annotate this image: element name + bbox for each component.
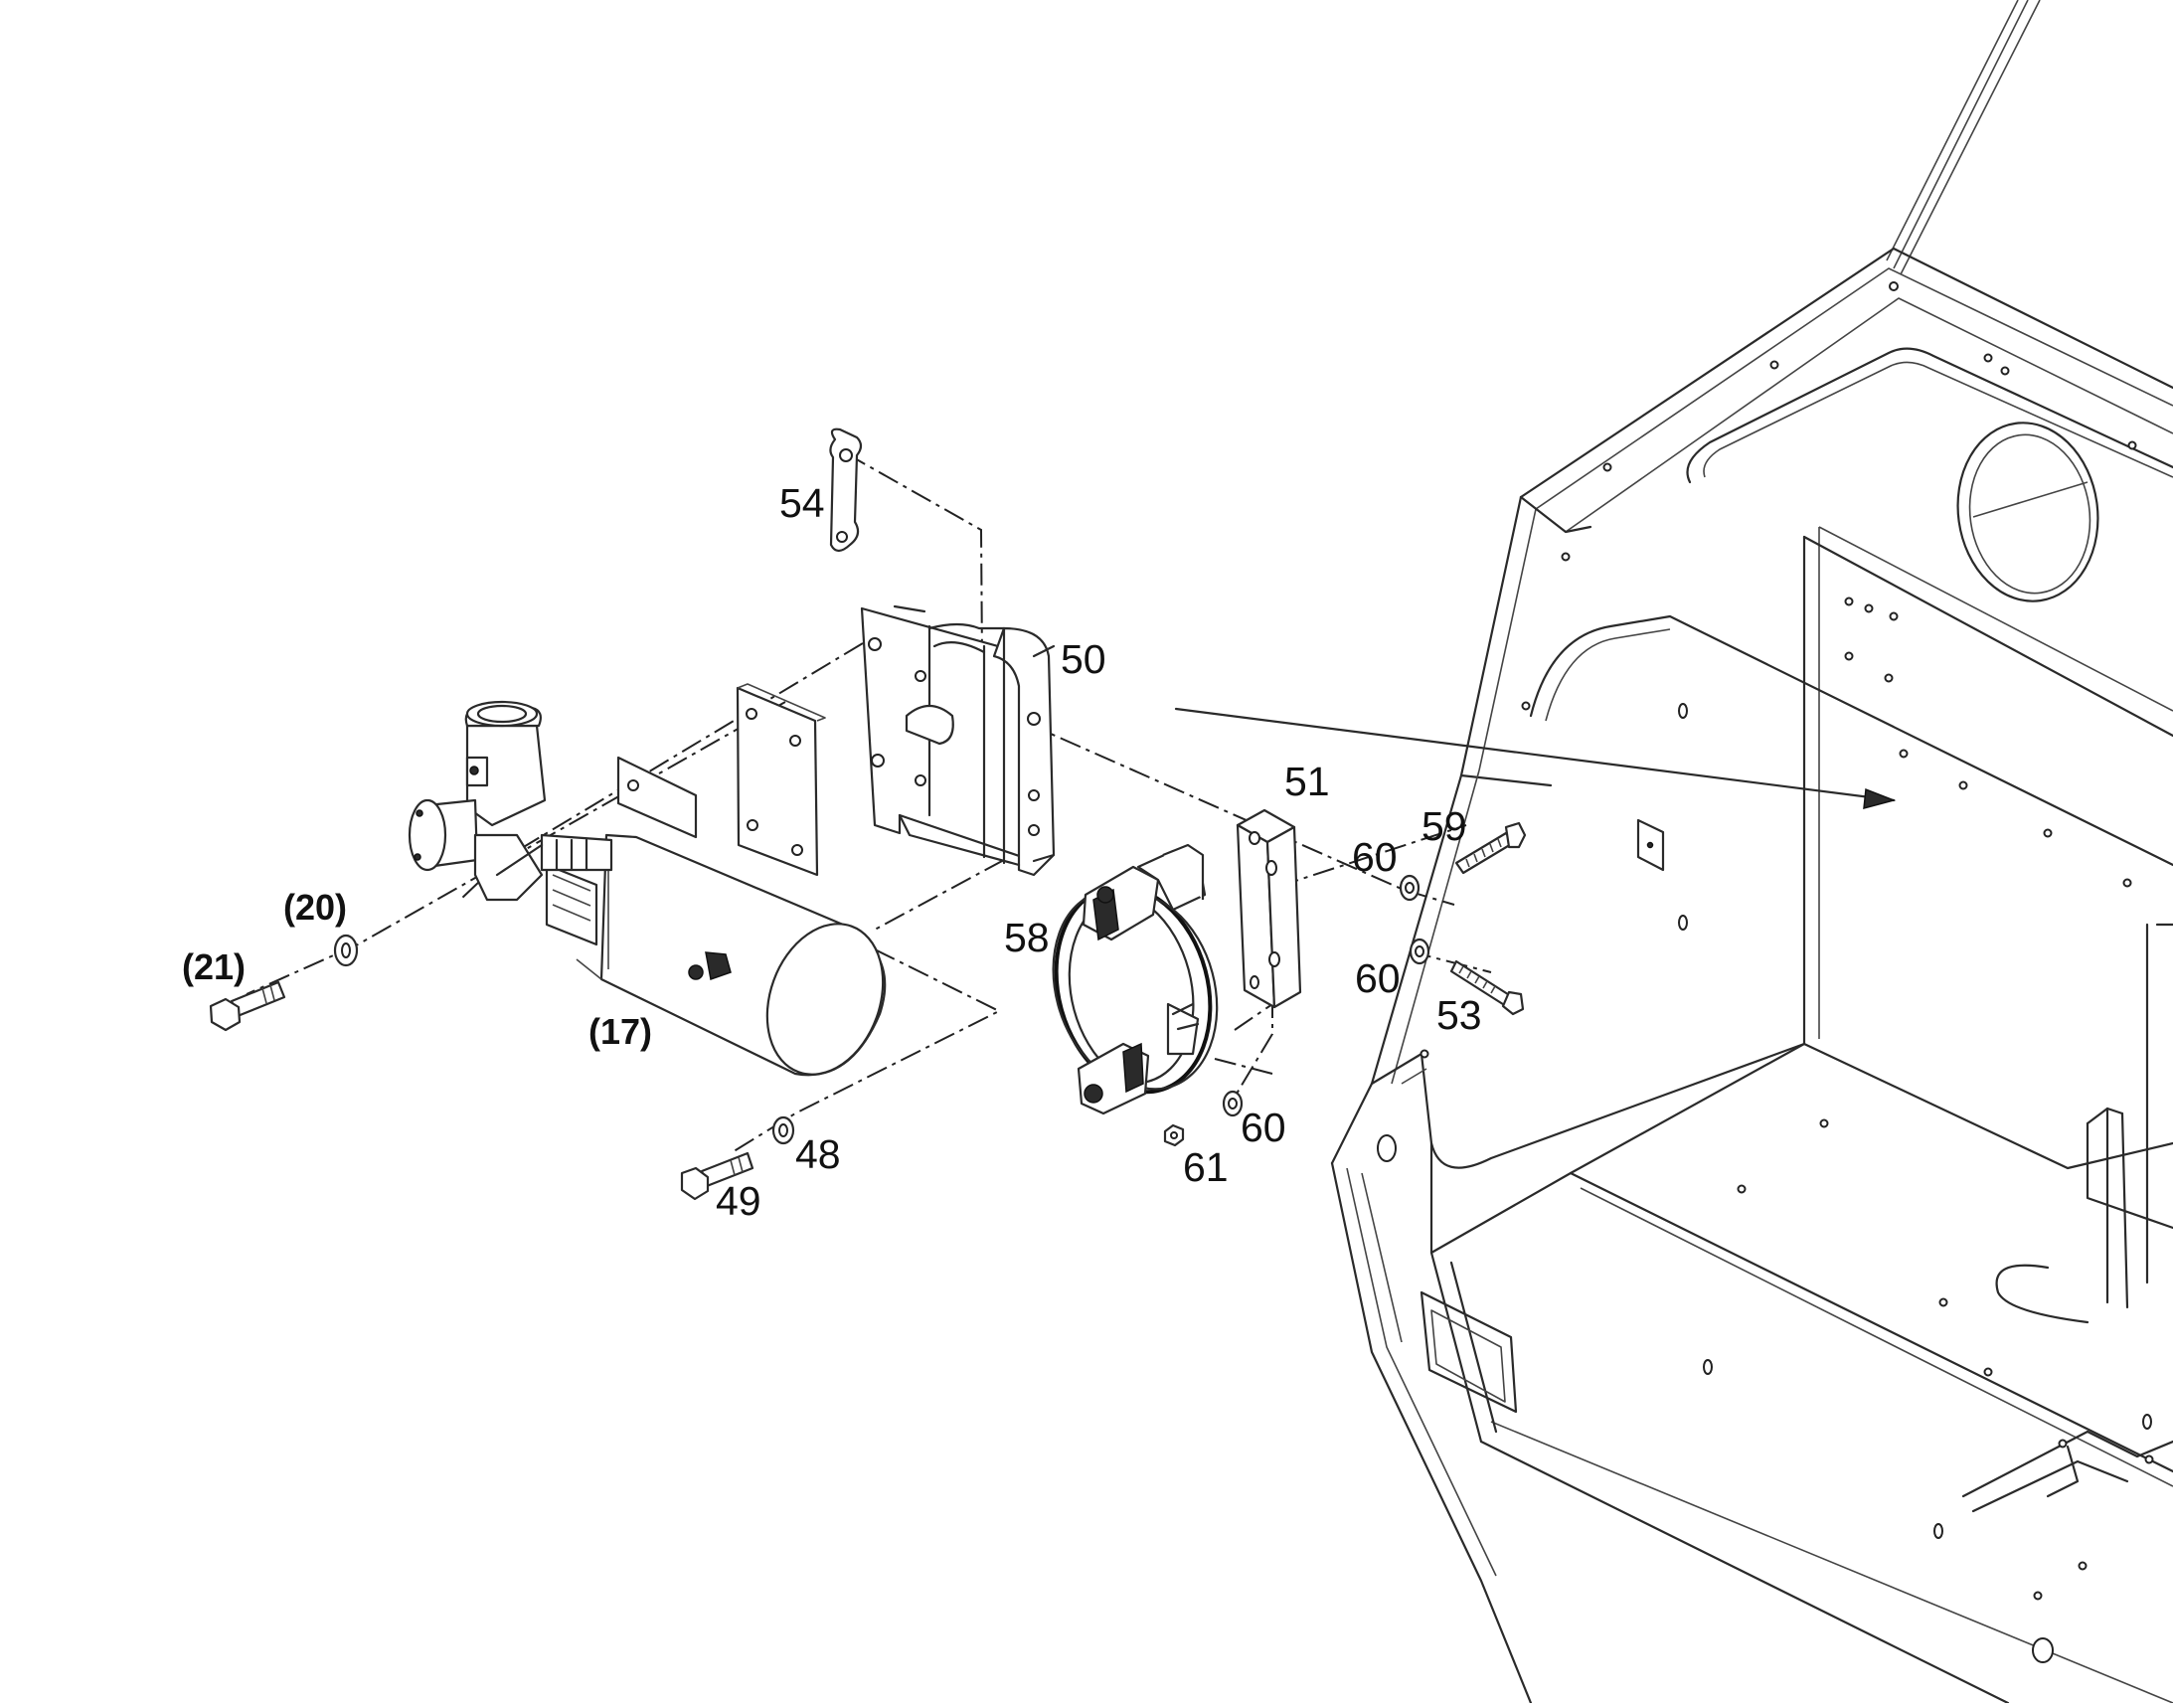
label-61: 61 <box>1183 1144 1229 1190</box>
part-51-spacer-bar <box>1236 808 1302 1009</box>
label-59: 59 <box>1421 803 1467 849</box>
label-58: 58 <box>1004 915 1050 960</box>
label-48: 48 <box>795 1131 841 1177</box>
machine-housing <box>1330 0 2173 1705</box>
label-20: (20) <box>283 887 347 928</box>
spacer-plate <box>736 683 826 877</box>
housing-holes <box>1377 281 2154 1663</box>
part-50-mounting-bracket <box>860 604 1056 877</box>
label-60-middle: 60 <box>1355 955 1401 1001</box>
part-54-link-plate <box>829 427 863 553</box>
part-59-bolt <box>1454 821 1527 875</box>
part-21-bolt <box>209 980 286 1032</box>
label-50: 50 <box>1061 636 1106 682</box>
part-17-pump-motor <box>408 700 887 1077</box>
location-arrow <box>1174 707 1897 810</box>
label-49: 49 <box>716 1178 761 1224</box>
part-53-bolt <box>1449 959 1525 1016</box>
part-60-washer-lower <box>1222 1090 1244 1117</box>
part-61-nut <box>1163 1123 1185 1147</box>
label-60-lower: 60 <box>1241 1105 1286 1150</box>
part-labels: 54 50 51 59 60 60 53 58 60 61 48 49 (20)… <box>182 480 1482 1224</box>
part-60-washer-middle <box>1409 938 1430 965</box>
label-17: (17) <box>588 1011 652 1052</box>
label-51: 51 <box>1284 759 1330 804</box>
part-49-bolt <box>680 1151 754 1201</box>
part-58-pipe-clamp <box>1052 843 1219 1115</box>
label-53: 53 <box>1436 992 1482 1038</box>
part-60-washer-upper <box>1399 874 1421 902</box>
label-60-upper: 60 <box>1352 834 1398 880</box>
label-21: (21) <box>182 946 246 987</box>
part-20-washer <box>333 934 359 967</box>
label-54: 54 <box>779 480 825 526</box>
part-48-washer <box>771 1115 795 1145</box>
